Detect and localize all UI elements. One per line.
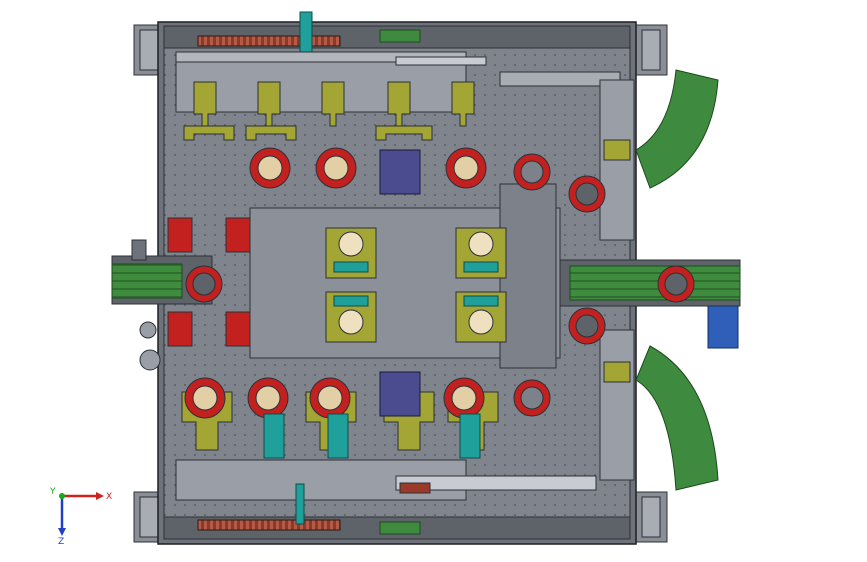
bottom-rack-bar [197, 519, 421, 535]
top-slide-rail [175, 51, 621, 113]
z-axis-label: Z [58, 537, 64, 547]
left-side-assembly[interactable] [111, 217, 251, 371]
x-axis-label: X [106, 492, 112, 502]
y-axis-dot-icon [59, 493, 65, 499]
right-curved-conveyor-bottom[interactable] [635, 345, 719, 491]
top-rack-bar [197, 11, 421, 59]
teal-fixtures [263, 413, 481, 525]
y-axis-label: Y [49, 487, 56, 497]
central-plate[interactable] [249, 183, 561, 369]
right-horizontal-conveyor[interactable] [559, 259, 741, 349]
axis-triad: X Z Y [49, 487, 112, 547]
right-vertical-rails [599, 79, 635, 481]
right-discs[interactable] [513, 153, 606, 417]
bearing-rings[interactable] [184, 147, 487, 419]
x-axis-arrow-icon [96, 492, 104, 500]
top-clamp-fingers[interactable] [183, 81, 475, 141]
right-curved-conveyor-top[interactable] [635, 69, 719, 189]
nut-housings[interactable] [325, 227, 507, 343]
purple-motor-blocks[interactable] [379, 149, 421, 417]
bottom-slide-rail [175, 459, 597, 501]
z-axis-arrow-icon [58, 528, 66, 536]
